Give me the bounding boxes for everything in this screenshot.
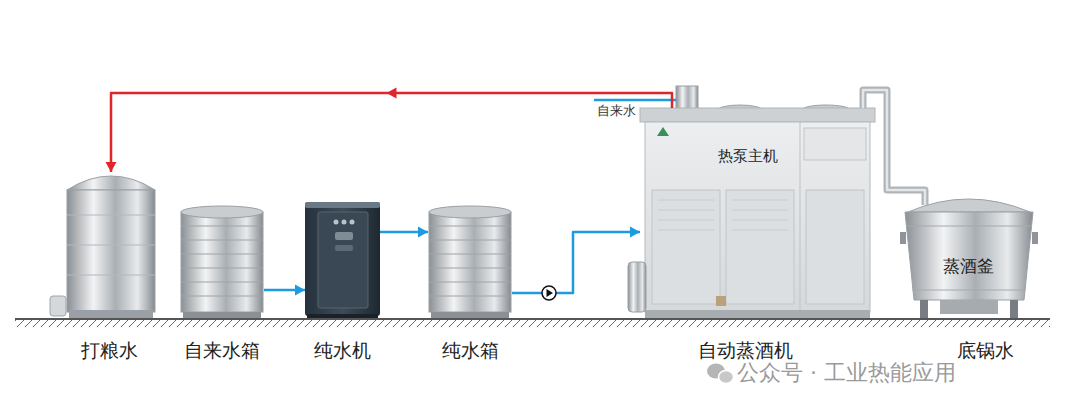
- watermark: 公众号 · 工业热能应用: [737, 360, 956, 385]
- arrowhead: [295, 285, 305, 296]
- heat-pump-node: 热泵主机自动蒸酒机: [640, 108, 875, 318]
- equipment-name: 蒸酒釜: [943, 257, 994, 277]
- tank-node: 自来水箱: [180, 205, 264, 318]
- distilling-pot: [900, 199, 1038, 318]
- arrowhead: [106, 162, 117, 172]
- pot-node: 蒸酒釜底锅水: [900, 205, 1038, 318]
- arrowhead: [418, 227, 428, 238]
- arrowhead: [387, 88, 397, 99]
- equipment-label: 纯水机: [314, 340, 371, 362]
- water-tank: [429, 206, 511, 318]
- pipe-highlight: [863, 90, 925, 205]
- tank-node: 纯水箱: [428, 205, 512, 318]
- pump-symbol: [542, 286, 556, 300]
- machine-node: 纯水机: [305, 200, 380, 318]
- equipment-label: 打粮水: [81, 340, 138, 362]
- tank-node: 打粮水: [65, 172, 157, 318]
- pipe-connector: [111, 93, 672, 172]
- equipment-label: 纯水箱: [442, 340, 499, 362]
- tap-water-inlet: [594, 100, 676, 101]
- pure-water-machine: [305, 202, 380, 318]
- water-tank: [181, 206, 263, 318]
- equipment-name: 热泵主机: [718, 148, 778, 165]
- equipment-label: 底锅水: [957, 340, 1014, 362]
- wechat-icon: [707, 364, 734, 384]
- arrowhead: [630, 227, 640, 238]
- pipe-connector: [512, 232, 640, 293]
- steam-pipe: [863, 90, 925, 205]
- inlet-label: 自来水: [597, 104, 636, 119]
- pump-symbol: [547, 289, 554, 297]
- equipment-label: 自来水箱: [184, 340, 260, 362]
- ground: [15, 319, 1050, 327]
- tall-tank: [50, 176, 155, 318]
- equipment-label: 自动蒸酒机: [698, 340, 793, 362]
- heat-pump-machine: [628, 86, 875, 318]
